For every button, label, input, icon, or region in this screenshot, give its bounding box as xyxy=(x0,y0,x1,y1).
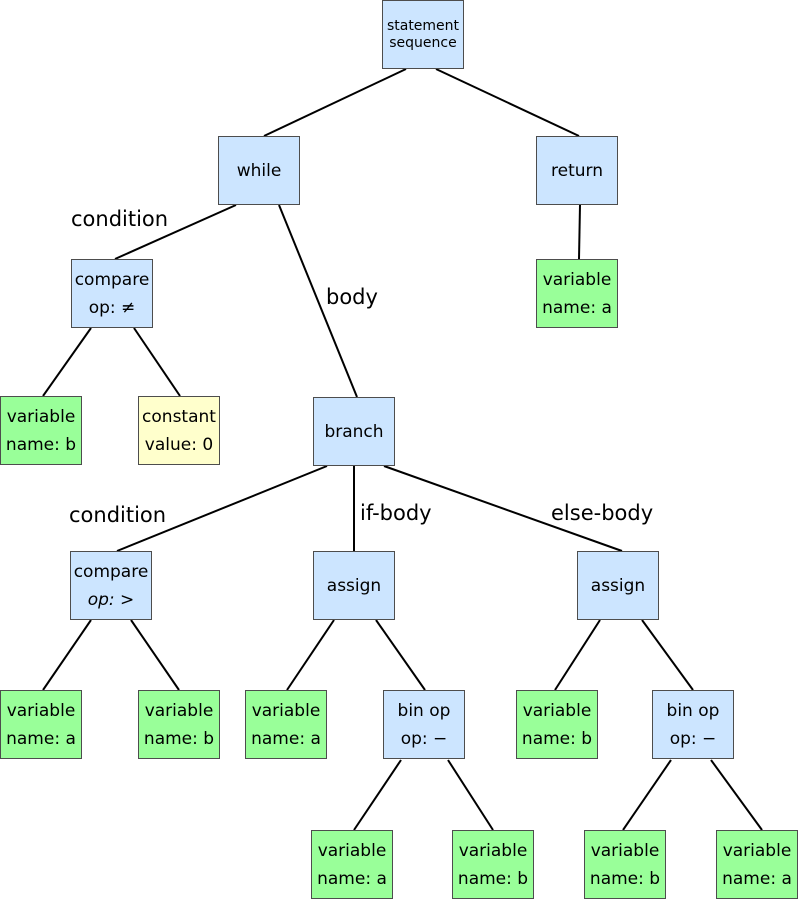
node-title: variable xyxy=(522,700,592,721)
node-title: variable xyxy=(144,700,214,721)
node-branch: branch xyxy=(313,397,395,466)
node-title: statement xyxy=(386,17,460,34)
edge-label-branch-condition: condition xyxy=(69,503,167,527)
edge-label-branch-else-body: else-body xyxy=(551,501,654,525)
node-bin-op-else: bin op op: − xyxy=(652,690,734,759)
node-subtitle: sequence xyxy=(389,34,457,51)
node-subtitle: name: a xyxy=(542,297,612,318)
node-title: compare xyxy=(74,269,150,290)
node-title: bin op xyxy=(666,700,720,721)
node-subtitle: value: 0 xyxy=(144,434,214,455)
edge-label-while-body: body xyxy=(326,285,378,309)
node-title: compare xyxy=(73,561,149,582)
node-subtitle: name: a xyxy=(722,868,792,889)
node-constant-0: constant value: 0 xyxy=(138,396,220,465)
node-bin-op-if: bin op op: − xyxy=(383,690,465,759)
node-variable-a: variable name: a xyxy=(311,830,393,899)
node-assign-else: assign xyxy=(577,551,659,620)
node-title: while xyxy=(236,160,282,181)
node-title: assign xyxy=(590,575,646,596)
node-title: constant xyxy=(142,406,216,427)
node-subtitle: op: ≠ xyxy=(88,297,136,318)
node-variable-b: variable name: b xyxy=(452,830,534,899)
node-title: assign xyxy=(326,575,382,596)
node-compare-neq: compare op: ≠ xyxy=(71,259,153,328)
node-variable-b: variable name: b xyxy=(138,690,220,759)
node-title: variable xyxy=(6,406,76,427)
node-compare-gt: compare op: > xyxy=(70,551,152,620)
node-variable-a: variable name: a xyxy=(245,690,327,759)
node-while: while xyxy=(218,136,300,205)
node-variable-a: variable name: a xyxy=(716,830,798,899)
node-title: variable xyxy=(590,840,660,861)
edge-label-while-condition: condition xyxy=(71,207,169,231)
node-subtitle: name: b xyxy=(143,728,215,749)
node-variable-a: variable name: a xyxy=(0,690,82,759)
node-subtitle: name: a xyxy=(6,728,76,749)
node-subtitle: op: > xyxy=(87,589,135,610)
node-subtitle: name: b xyxy=(5,434,77,455)
node-return-variable: variable name: a xyxy=(536,259,618,328)
node-variable-b: variable name: b xyxy=(516,690,598,759)
node-subtitle: op: − xyxy=(669,728,717,749)
node-subtitle: op: − xyxy=(400,728,448,749)
node-assign-if: assign xyxy=(313,551,395,620)
node-return: return xyxy=(536,136,618,205)
node-title: variable xyxy=(722,840,792,861)
node-subtitle: name: b xyxy=(521,728,593,749)
node-subtitle: name: b xyxy=(589,868,661,889)
node-title: variable xyxy=(458,840,528,861)
node-variable-b: variable name: b xyxy=(584,830,666,899)
node-subtitle: name: b xyxy=(457,868,529,889)
node-subtitle: name: a xyxy=(317,868,387,889)
node-subtitle: name: a xyxy=(251,728,321,749)
node-title: branch xyxy=(324,421,384,442)
node-variable-b: variable name: b xyxy=(0,396,82,465)
node-title: variable xyxy=(6,700,76,721)
edge-label-branch-if-body: if-body xyxy=(360,501,432,525)
node-title: variable xyxy=(317,840,387,861)
node-title: variable xyxy=(542,269,612,290)
node-title: bin op xyxy=(397,700,451,721)
node-title: return xyxy=(551,160,603,181)
node-title: variable xyxy=(251,700,321,721)
node-statement-sequence: statement sequence xyxy=(382,0,464,69)
